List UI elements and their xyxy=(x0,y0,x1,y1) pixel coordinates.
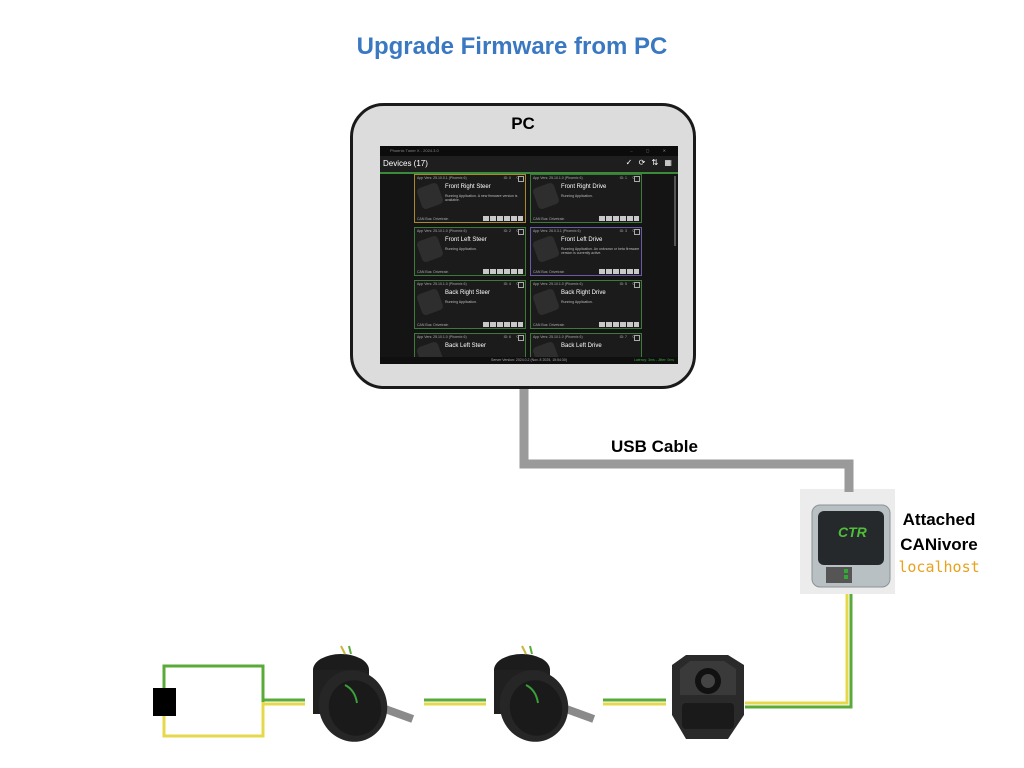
device-version: App Vers: 25.10.1.0 (Phoenix 6) xyxy=(533,335,583,339)
header-toolbar-icons[interactable]: ✓ ⟳ ⇅ ▦ xyxy=(625,158,674,167)
device-name: Front Right Steer xyxy=(445,184,491,190)
device-version: App Vers: 25.10.1.0 (Phoenix 6) xyxy=(533,282,583,286)
device-bus: CAN Bus: Drivetrain xyxy=(533,270,565,274)
device-id: ID: 5 xyxy=(619,282,627,286)
device-name: Front Left Steer xyxy=(445,237,487,243)
device-name: Back Left Drive xyxy=(561,343,602,349)
device-version: App Vers: 25.10.1.0 (Phoenix 6) xyxy=(533,176,583,180)
device-bus: CAN Bus: Drivetrain xyxy=(417,217,449,221)
motor-thumbnail-icon xyxy=(531,234,561,264)
can-termination-resistor xyxy=(153,688,176,716)
device-action-buttons[interactable] xyxy=(483,216,523,221)
blink-bulb-icon[interactable]: ○ xyxy=(631,228,635,234)
scrollbar[interactable] xyxy=(674,176,676,246)
select-checkbox[interactable] xyxy=(634,229,640,235)
motor-thumbnail-icon xyxy=(415,234,445,264)
device-name: Back Right Steer xyxy=(445,290,491,296)
device-name: Back Left Steer xyxy=(445,343,487,349)
status-footer: Server Version: 2024.0.2 (Nov. 8 2025, 1… xyxy=(380,357,678,364)
usb-cable xyxy=(519,389,854,492)
encoder-icon xyxy=(672,655,744,739)
select-checkbox[interactable] xyxy=(518,282,524,288)
window-title: Phoenix Tuner X - 2024.3.0 xyxy=(390,148,439,153)
pc-label: PC xyxy=(511,114,535,133)
device-action-buttons[interactable] xyxy=(599,322,639,327)
device-bus: CAN Bus: Drivetrain xyxy=(533,323,565,327)
window-controls-icon[interactable]: – ▢ ✕ xyxy=(630,148,672,153)
device-card[interactable]: App Vers: 25.10.1.0 (Phoenix 6) ID: 1 ○ … xyxy=(530,174,642,223)
devices-header: Devices (17) ✓ ⟳ ⇅ ▦ xyxy=(380,156,678,174)
blink-bulb-icon[interactable]: ○ xyxy=(631,281,635,287)
latency-readout: Latency: 3ms - Jitter: 0ms xyxy=(633,358,674,362)
device-name: Front Left Drive xyxy=(561,237,603,243)
tuner-screen: Phoenix Tuner X - 2024.3.0 – ▢ ✕ Devices… xyxy=(380,146,678,364)
motor-icon xyxy=(313,645,415,742)
device-status: Running Application. xyxy=(561,300,593,304)
device-version: App Vers: 25.10.0.1 (Phoenix 6) xyxy=(417,176,467,180)
device-name: Front Right Drive xyxy=(561,184,607,190)
select-checkbox[interactable] xyxy=(634,176,640,182)
device-card[interactable]: App Vers: 26.0.3.1 (Phoenix 6) ID: 3 ○ F… xyxy=(530,227,642,276)
device-version: App Vers: 25.10.1.0 (Phoenix 6) xyxy=(417,335,467,339)
server-version: Server Version: 2024.0.2 (Nov. 8 2025, 1… xyxy=(490,358,567,362)
blink-bulb-icon[interactable]: ○ xyxy=(515,175,519,181)
device-bus: CAN Bus: Drivetrain xyxy=(417,270,449,274)
canivore-label-line2: CANivore xyxy=(900,535,978,554)
device-id: ID: 6 xyxy=(503,335,511,339)
device-version: App Vers: 25.10.1.0 (Phoenix 6) xyxy=(417,282,467,286)
motor-thumbnail-icon xyxy=(415,181,445,211)
canivore-device-icon: CTR xyxy=(811,504,891,588)
can-wire-motor2-to-motor1 xyxy=(424,698,486,706)
blink-bulb-icon[interactable]: ○ xyxy=(515,228,519,234)
canivore-host-label: localhost xyxy=(898,558,980,576)
device-id: ID: 3 xyxy=(619,229,627,233)
motor-thumbnail-icon xyxy=(531,181,561,211)
select-checkbox[interactable] xyxy=(518,176,524,182)
device-action-buttons[interactable] xyxy=(483,322,523,327)
window-titlebar: Phoenix Tuner X - 2024.3.0 – ▢ ✕ xyxy=(380,146,678,156)
select-checkbox[interactable] xyxy=(518,335,524,341)
device-version: App Vers: 25.10.1.0 (Phoenix 6) xyxy=(417,229,467,233)
device-id: ID: 2 xyxy=(503,229,511,233)
device-version: App Vers: 26.0.3.1 (Phoenix 6) xyxy=(533,229,581,233)
device-card[interactable]: App Vers: 25.10.0.1 (Phoenix 6) ID: 0 ○ … xyxy=(414,174,526,223)
motor-thumbnail-icon xyxy=(415,287,445,317)
blink-bulb-icon[interactable]: ○ xyxy=(631,334,635,340)
svg-text:CTR: CTR xyxy=(838,524,868,540)
device-status: Running Application. xyxy=(561,194,593,198)
can-wire-encoder-to-motor2 xyxy=(603,698,666,706)
devices-header-title: Devices (17) xyxy=(383,159,428,168)
motor-icon xyxy=(494,645,596,742)
device-id: ID: 0 xyxy=(503,176,511,180)
canivore-label-line1: Attached xyxy=(902,510,976,529)
device-action-buttons[interactable] xyxy=(483,269,523,274)
diagram-title: Upgrade Firmware from PC xyxy=(356,33,668,60)
device-status: Running Application. xyxy=(445,300,477,304)
device-name: Back Right Drive xyxy=(561,290,606,296)
usb-cable-label: USB Cable xyxy=(611,437,698,456)
device-id: ID: 4 xyxy=(503,282,511,286)
can-wire-canivore-to-encoder xyxy=(745,594,853,709)
device-id: ID: 7 xyxy=(619,335,627,339)
blink-bulb-icon[interactable]: ○ xyxy=(631,175,635,181)
device-card[interactable]: App Vers: 25.10.1.0 (Phoenix 6) ID: 5 ○ … xyxy=(530,280,642,329)
device-card[interactable]: App Vers: 25.10.1.0 (Phoenix 6) ID: 4 ○ … xyxy=(414,280,526,329)
device-bus: CAN Bus: Drivetrain xyxy=(417,323,449,327)
select-checkbox[interactable] xyxy=(634,335,640,341)
device-bus: CAN Bus: Drivetrain xyxy=(533,217,565,221)
device-status: Running Application. A new firmware vers… xyxy=(445,194,518,202)
select-checkbox[interactable] xyxy=(518,229,524,235)
can-wire-motor1-to-termination xyxy=(162,664,305,738)
blink-bulb-icon[interactable]: ○ xyxy=(515,281,519,287)
device-action-buttons[interactable] xyxy=(599,269,639,274)
device-action-buttons[interactable] xyxy=(599,216,639,221)
blink-bulb-icon[interactable]: ○ xyxy=(515,334,519,340)
motor-thumbnail-icon xyxy=(531,287,561,317)
select-checkbox[interactable] xyxy=(634,282,640,288)
device-card[interactable]: App Vers: 25.10.1.0 (Phoenix 6) ID: 2 ○ … xyxy=(414,227,526,276)
device-id: ID: 1 xyxy=(619,176,627,180)
device-status: Running Application. An unknown or beta … xyxy=(561,247,640,255)
device-status: Running Application. xyxy=(445,247,477,251)
